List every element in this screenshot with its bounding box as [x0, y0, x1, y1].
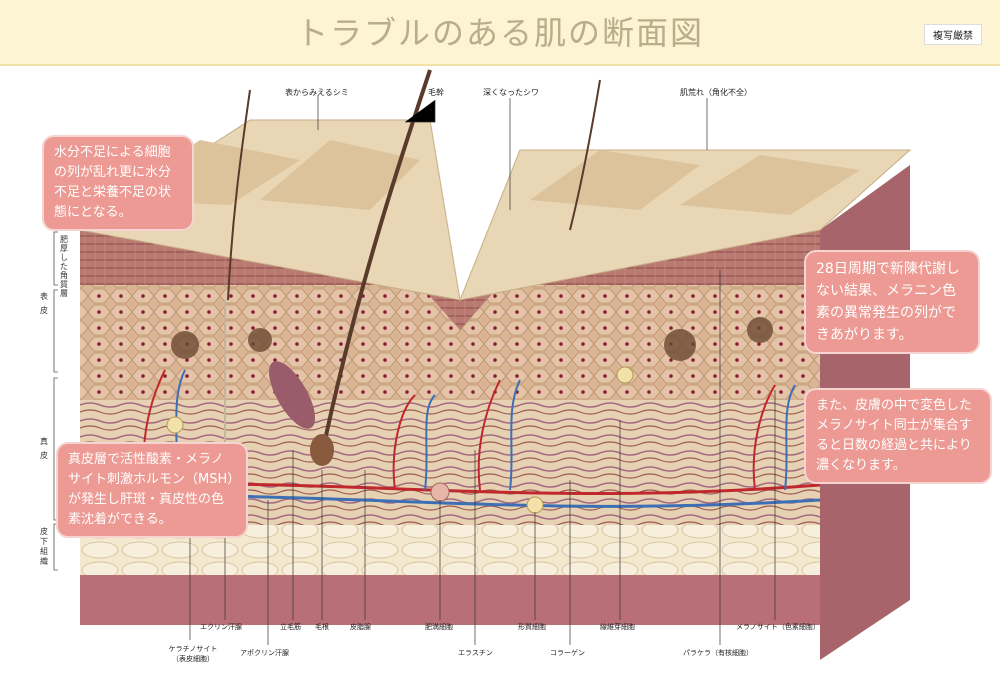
copy-prohibited-badge: 複写厳禁 — [924, 24, 982, 45]
label-keratinocyte: ケラチノサイト（表皮細胞） — [168, 645, 218, 663]
callout-turnover: 28日周期で新陳代謝しない結果、メラニン色素の異常発生の列ができあがります。 — [806, 252, 978, 352]
skin-cross-section-diagram: 表からみえるシミ 毛幹 深くなったシワ 肌荒れ（角化不全） — [53, 69, 912, 660]
callout-dermis-pigmentation: 真皮層で活性酸素・メラノサイト刺激ホルモン（MSH）が発生し肝斑・真皮性の色素沈… — [58, 444, 246, 536]
label-apocrine: アポクリン汗腺 — [240, 649, 289, 657]
hair-shaft-3 — [569, 79, 601, 231]
label-rough-skin: 肌荒れ（角化不全） — [680, 87, 752, 97]
hair-shaft — [323, 69, 432, 441]
label-hair-shaft: 毛幹 — [428, 87, 444, 97]
arrector-muscle — [268, 361, 316, 429]
label-plasma-cell: 形質細胞 — [518, 623, 546, 631]
hair-shaft-2 — [227, 89, 251, 301]
header-bar: トラブルのある肌の断面図 複写厳禁 — [0, 0, 1000, 66]
hair-bulb — [310, 434, 334, 466]
melanin-cluster — [171, 331, 199, 359]
side-label-subcutis: 皮下組織 — [40, 527, 48, 566]
label-arrector: 立毛筋 — [280, 623, 301, 631]
mast-cell — [430, 482, 450, 502]
label-melanocyte: メラノサイト（色素細胞） — [736, 623, 820, 631]
label-paracera: パラケラ（有核細胞） — [683, 649, 753, 657]
callout-water-shortage: 水分不足による細胞の列が乱れ更に水分不足と栄養不足の状態にとなる。 — [44, 137, 192, 229]
label-fibroblast: 線維芽細胞 — [600, 623, 635, 631]
label-spots: 表からみえるシミ — [285, 87, 349, 97]
label-mast-cell: 肥満細胞 — [425, 623, 453, 631]
side-label-epidermis: 表皮 — [40, 292, 48, 315]
epidermis-layer — [80, 270, 820, 400]
label-wrinkle: 深くなったシワ — [483, 88, 539, 97]
plasma-cell — [526, 496, 544, 514]
side-label-dermis: 真皮 — [40, 437, 48, 460]
label-sebaceous: 皮脂腺 — [350, 623, 371, 631]
page-title: トラブルのある肌の断面図 — [295, 14, 704, 52]
label-eccrine: エクリン汗腺 — [200, 623, 242, 631]
bottom-band — [80, 575, 820, 625]
label-elastin: エラスチン — [458, 649, 493, 657]
callout-melanocyte-cluster: また、皮膚の中で変色したメラノサイト同士が集合すると日数の経過と共により濃くなり… — [806, 390, 990, 482]
label-collagen: コラーゲン — [550, 649, 585, 657]
label-hair-root: 毛根 — [315, 623, 329, 631]
side-label-stratum: 肥厚した角質層 — [60, 235, 68, 298]
